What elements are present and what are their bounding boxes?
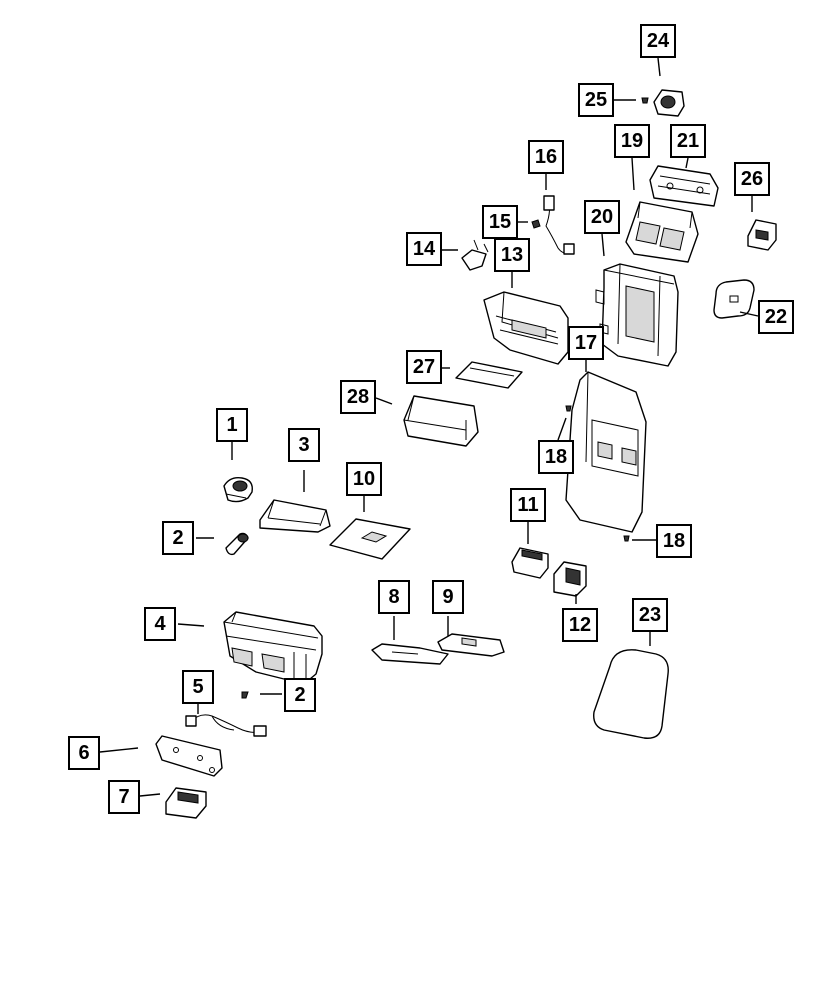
- part-19-vent: [625, 201, 699, 263]
- part-28-bin: [403, 395, 479, 447]
- callout-7: 7: [108, 780, 140, 814]
- part-2-cylinder: [225, 532, 249, 556]
- part-27-liner: [455, 361, 523, 389]
- part-10-mat: [329, 518, 411, 560]
- callout-20: 20: [584, 200, 620, 234]
- part-24-knob: [653, 89, 685, 117]
- part-4-console: [223, 611, 323, 685]
- callout-21: 21: [670, 124, 706, 158]
- part-8-plate: [371, 643, 449, 665]
- callout-2: 2: [284, 678, 316, 712]
- callout-22: 22: [758, 300, 794, 334]
- part-12-switch: [553, 561, 587, 597]
- callout-1: 1: [216, 408, 248, 442]
- leader-lines: [99, 57, 759, 797]
- part-15-clip: [531, 219, 541, 229]
- part-13-bezel: [483, 291, 569, 365]
- part-6-bracket: [155, 735, 223, 777]
- part-16-harness: [543, 195, 575, 255]
- callout-19: 19: [614, 124, 650, 158]
- part-7-module: [165, 787, 207, 819]
- callout-24: 24: [640, 24, 676, 58]
- part-21-panel: [649, 165, 719, 207]
- part-11-switch: [511, 547, 549, 579]
- callout-26: 26: [734, 162, 770, 196]
- callout-28: 28: [340, 380, 376, 414]
- callout-17: 17: [568, 326, 604, 360]
- callout-6: 6: [68, 736, 100, 770]
- part-20-housing: [595, 263, 679, 367]
- callout-2: 2: [162, 521, 194, 555]
- part-26-outlet: [747, 219, 777, 251]
- part-9-pad: [437, 633, 505, 657]
- callout-4: 4: [144, 607, 176, 641]
- callout-12: 12: [562, 608, 598, 642]
- part-25-screw: [641, 97, 649, 104]
- part-2-clip: [241, 691, 249, 699]
- part-3-tray: [259, 499, 331, 533]
- callout-11: 11: [510, 488, 546, 522]
- callout-5: 5: [182, 670, 214, 704]
- callout-8: 8: [378, 580, 410, 614]
- callout-9: 9: [432, 580, 464, 614]
- callout-25: 25: [578, 83, 614, 117]
- part-5-harness: [185, 714, 267, 737]
- part-17-panel: [565, 371, 647, 533]
- part-22-cover: [713, 279, 755, 319]
- part-18-clip-a: [565, 405, 572, 412]
- part-14-connector: [461, 239, 489, 271]
- callout-18: 18: [538, 440, 574, 474]
- callout-15: 15: [482, 205, 518, 239]
- callout-3: 3: [288, 428, 320, 462]
- callout-18: 18: [656, 524, 692, 558]
- callout-16: 16: [528, 140, 564, 174]
- callout-27: 27: [406, 350, 442, 384]
- part-18-clip-b: [623, 535, 630, 542]
- part-23-mat: [593, 649, 669, 739]
- callout-13: 13: [494, 238, 530, 272]
- part-1: [223, 476, 253, 503]
- callout-14: 14: [406, 232, 442, 266]
- callout-10: 10: [346, 462, 382, 496]
- callout-23: 23: [632, 598, 668, 632]
